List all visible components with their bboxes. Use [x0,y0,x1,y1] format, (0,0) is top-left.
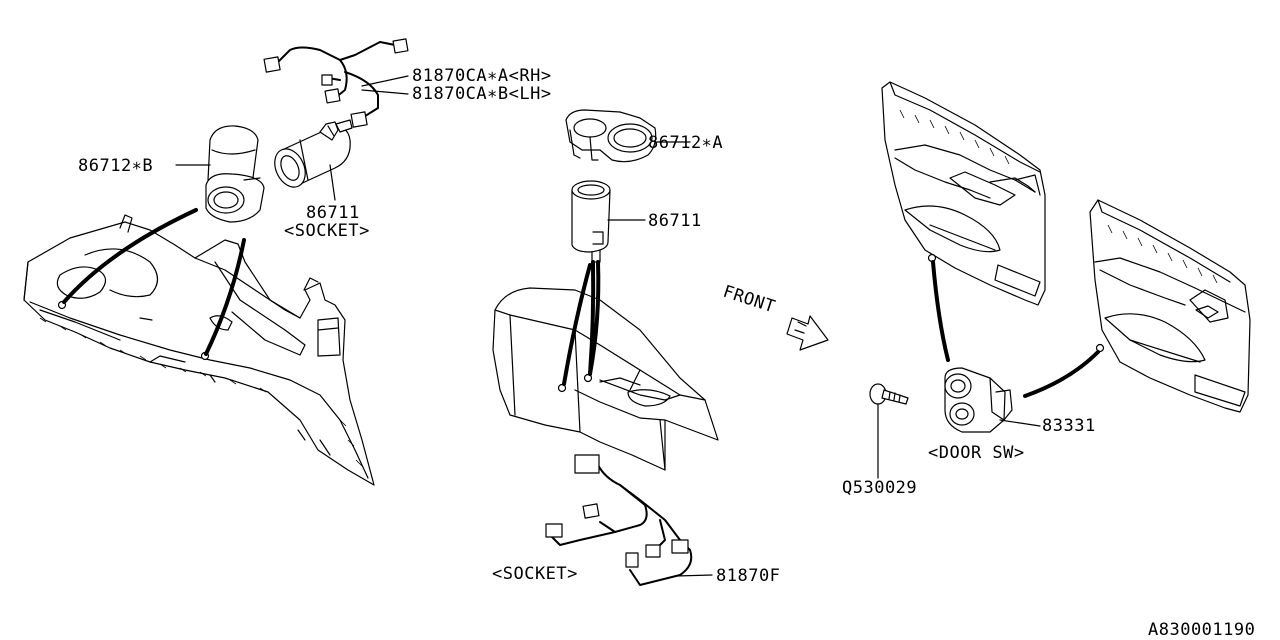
harness-f [545,454,713,586]
front-direction-arrow-icon [786,315,829,351]
diagram-id: A830001190 [1148,620,1255,640]
label-door-switch-num: 83331 [1042,416,1096,436]
label-harness-lh: 81870CA∗B<LH> [412,84,552,104]
center-console [492,287,719,471]
leader-line [361,75,409,87]
callout-line [588,260,601,376]
label-cup-holder-a: 86712∗A [648,133,723,153]
label-socket-left-note: <SOCKET> [284,221,370,241]
callout-line [62,208,198,304]
label-socket-center-num: 86711 [648,211,702,231]
leader-line [361,89,409,95]
rear-door-trim [1089,199,1251,413]
door-switch [944,367,1041,433]
label-screw: Q530029 [842,478,917,498]
screw-q530029 [869,383,909,479]
harness-ca [263,38,409,128]
front-door-trim [881,81,1046,306]
callout-line [1023,350,1100,398]
label-door-switch-note: <DOOR SW> [928,443,1025,463]
socket-center [571,180,646,263]
front-direction: FRONT [720,282,829,351]
label-harness-rh: 81870CA∗A<RH> [412,66,552,86]
callout-line [562,263,592,386]
quarter-trim-panel [23,214,375,486]
label-socket-bottom-note: <SOCKET> [492,564,578,584]
label-front: FRONT [720,282,777,318]
cup-holder-a [565,109,691,163]
label-harness-f: 81870F [716,566,780,586]
socket-left [274,119,353,188]
callout-line [931,260,950,362]
label-cup-holder-b: 86712∗B [78,156,153,176]
label-socket-left-num: 86711 [306,203,360,223]
cup-holder-b [205,125,265,223]
leader-line [329,164,336,201]
callout-line [204,238,246,356]
